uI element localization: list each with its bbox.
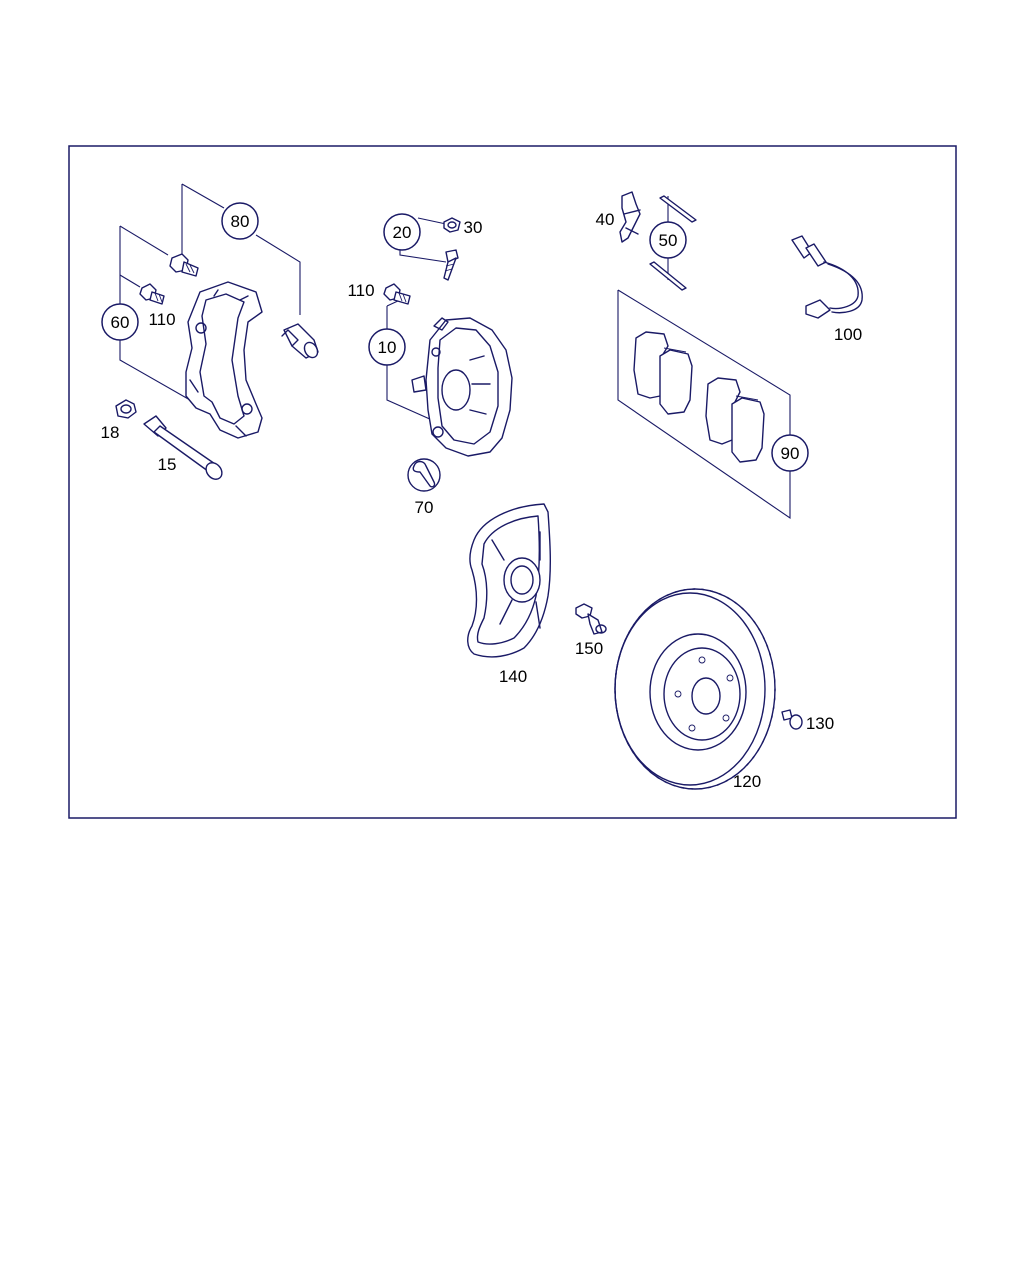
svg-text:80: 80 — [231, 212, 250, 231]
svg-text:20: 20 — [393, 223, 412, 242]
brake-pads — [633, 331, 765, 463]
callout-60: 60 — [101, 303, 139, 341]
label-70: 70 — [415, 498, 434, 517]
label-120: 120 — [733, 772, 761, 791]
callout-20: 20 — [383, 213, 421, 251]
leader-20 — [399, 217, 447, 263]
callout-90: 90 — [771, 434, 809, 472]
label-100: 100 — [834, 325, 862, 344]
caliper-body — [411, 317, 513, 457]
svg-text:50: 50 — [659, 231, 678, 250]
label-40: 40 — [596, 210, 615, 229]
label-110-left: 110 — [148, 310, 175, 329]
wear-sensor — [791, 235, 863, 319]
part-15-guide-pin — [143, 415, 223, 480]
part-30-nut — [443, 217, 461, 233]
splash-shield — [467, 503, 552, 658]
diagram-frame — [68, 145, 957, 819]
callout-50: 50 — [649, 221, 687, 259]
label-18: 18 — [101, 423, 120, 442]
bolt-110-center — [383, 283, 411, 305]
label-30: 30 — [464, 218, 483, 237]
part-18-nut — [115, 399, 137, 419]
leader-90 — [617, 289, 791, 520]
svg-text:10: 10 — [378, 338, 397, 357]
leader-80 — [181, 183, 301, 315]
wrench-symbol-70 — [407, 458, 441, 492]
callout-80: 80 — [221, 202, 259, 240]
svg-text:90: 90 — [781, 444, 800, 463]
svg-text:60: 60 — [111, 313, 130, 332]
part-50-pins — [649, 195, 697, 291]
caliper-bracket — [185, 281, 263, 439]
bolt-150 — [575, 603, 607, 635]
brake-disc — [614, 588, 776, 790]
bracket-bolt-top — [169, 253, 199, 277]
part-40-clip — [619, 191, 641, 243]
bleeder-screw — [443, 249, 459, 281]
callout-10: 10 — [368, 328, 406, 366]
label-110-center: 110 — [347, 281, 374, 300]
bolt-110-left — [139, 283, 165, 305]
screw-130 — [781, 709, 803, 730]
label-15: 15 — [158, 455, 177, 474]
guide-bushing — [281, 323, 319, 359]
label-150: 150 — [575, 639, 603, 658]
label-140: 140 — [499, 667, 527, 686]
leader-60 — [119, 225, 191, 401]
label-130: 130 — [806, 714, 834, 733]
